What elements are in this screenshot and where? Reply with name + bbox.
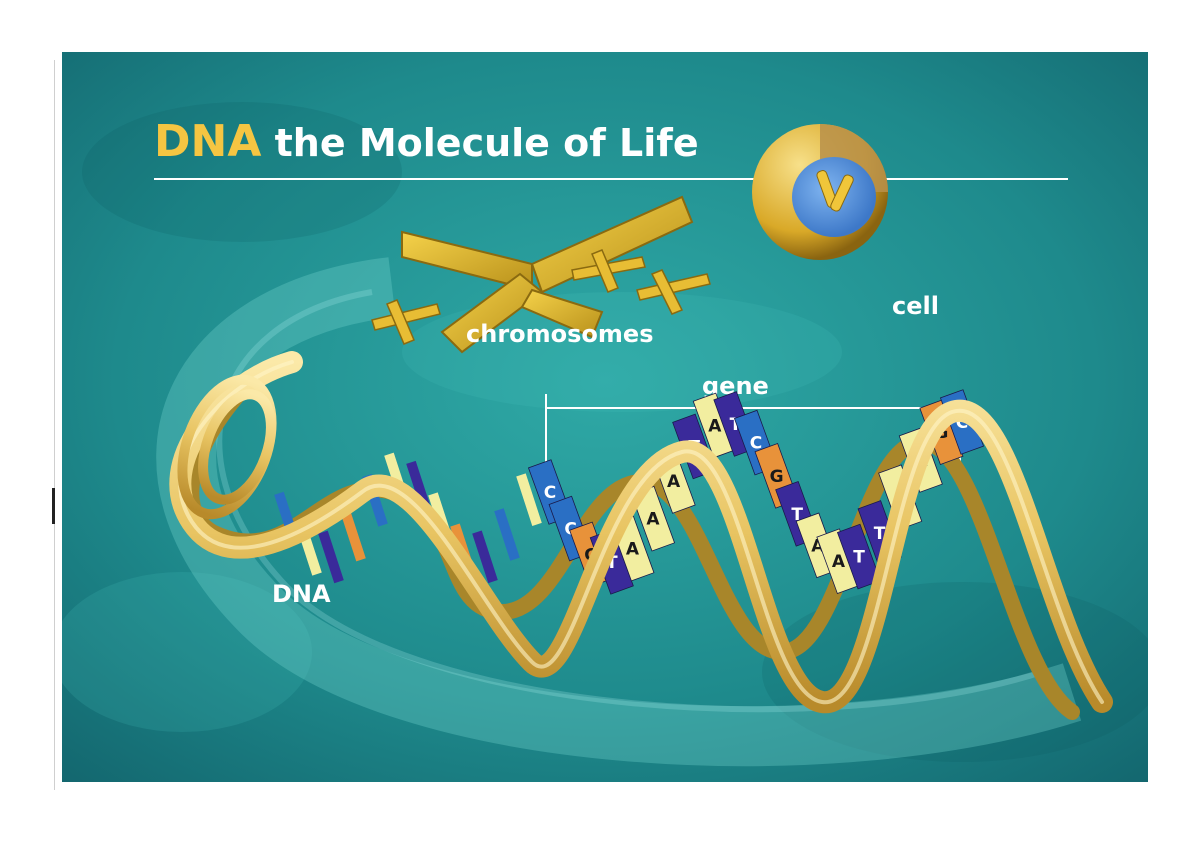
- base-letter: A: [626, 540, 640, 560]
- title-highlight: DNA: [154, 116, 261, 167]
- base-letter: A: [708, 416, 722, 436]
- base-letter: T: [853, 548, 865, 568]
- label-cell: cell: [892, 292, 939, 320]
- base-letter: G: [770, 467, 784, 487]
- label-chromosomes: chromosomes: [466, 320, 653, 348]
- page-edge-mark: [52, 488, 55, 524]
- title: DNA the Molecule of Life: [154, 116, 699, 167]
- base-letter: C: [544, 483, 556, 503]
- page-edge-line: [54, 60, 55, 790]
- base-letter: A: [646, 510, 660, 530]
- cell-illustration: [752, 124, 888, 260]
- base-letter: A: [832, 552, 846, 572]
- label-dna: DNA: [272, 580, 331, 608]
- title-rest: the Molecule of Life: [261, 121, 698, 165]
- base-letter: A: [667, 472, 681, 492]
- dna-illustration: DNA the Molecule of Life cell chromosome…: [62, 52, 1148, 782]
